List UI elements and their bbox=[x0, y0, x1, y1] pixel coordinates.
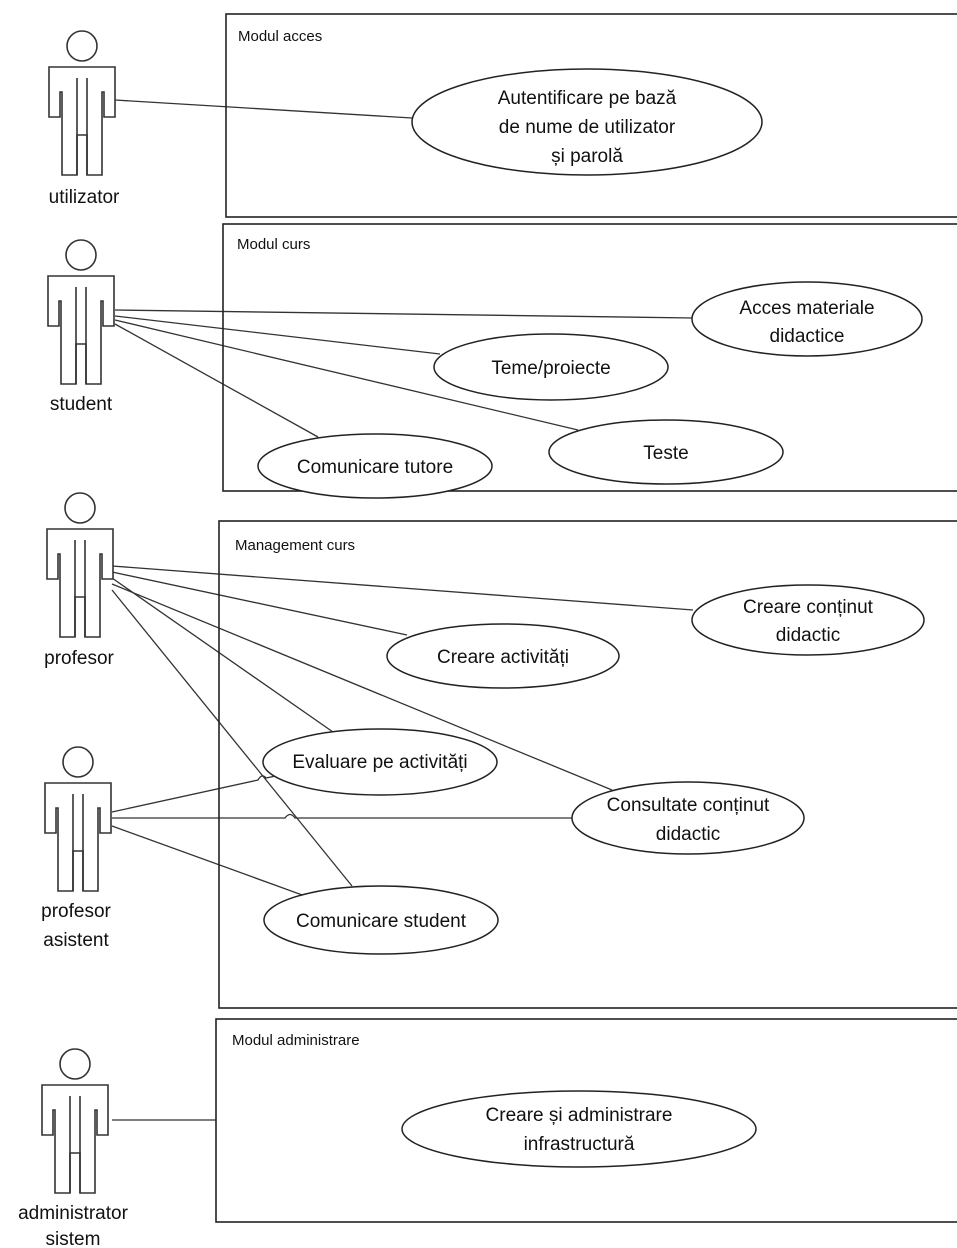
actor-icon bbox=[44, 746, 112, 892]
assoc-profesor-comunicare-student bbox=[111, 589, 353, 887]
use-case-consultare: Consultate conținut didactic bbox=[571, 781, 805, 855]
module-boxes: Modul acces Modul curs Management curs M… bbox=[215, 13, 957, 1223]
use-case-text: Comunicare tutore bbox=[297, 457, 453, 478]
use-case-text: Acces materiale bbox=[739, 298, 874, 319]
actor-label: profesor bbox=[41, 901, 111, 922]
use-case-text: didactic bbox=[656, 824, 720, 845]
use-case-autentificare: Autentificare pe bază de nume de utiliza… bbox=[411, 68, 763, 176]
actor-student: student bbox=[47, 239, 115, 415]
assoc-student-comunicare-tutore bbox=[114, 323, 319, 438]
use-case-text: Teste bbox=[643, 443, 688, 464]
actor-label: utilizator bbox=[49, 187, 120, 208]
use-case-text: Consultate conținut bbox=[607, 795, 770, 816]
module-label-management: Management curs bbox=[235, 537, 355, 554]
module-box-administrare bbox=[215, 1018, 957, 1223]
use-case-text: didactice bbox=[770, 326, 845, 347]
use-case-text: Creare și administrare bbox=[486, 1105, 673, 1126]
module-box-acces bbox=[225, 13, 957, 218]
use-case-creare-activitati: Creare activități bbox=[386, 623, 620, 689]
assoc-profesor-evaluare bbox=[111, 577, 334, 733]
use-case-text: Evaluare pe activități bbox=[292, 752, 467, 773]
use-case-comunicare-tutore: Comunicare tutore bbox=[257, 433, 493, 499]
actor-administrator-sistem: administrator sistem bbox=[18, 1048, 129, 1248]
use-case-teme: Teme/proiecte bbox=[433, 333, 669, 401]
use-case-text: Autentificare pe bază bbox=[498, 88, 677, 109]
actor-icon bbox=[46, 492, 114, 638]
module-label-acces: Modul acces bbox=[238, 28, 322, 45]
use-case-teste: Teste bbox=[548, 419, 784, 485]
use-case-acces-materiale: Acces materiale didactice bbox=[691, 281, 923, 357]
use-case-text: infrastructură bbox=[524, 1134, 635, 1155]
actor-icon bbox=[47, 239, 115, 385]
assoc-asistent-comunicare-student bbox=[111, 825, 306, 897]
assoc-profesor-creare-activitati bbox=[111, 571, 408, 636]
module-box-management bbox=[218, 520, 957, 1009]
actor-label: profesor bbox=[44, 648, 114, 669]
actor-profesor: profesor bbox=[44, 492, 115, 669]
module-label-administrare: Modul administrare bbox=[232, 1032, 360, 1049]
actors: utilizator student profesor profesor asi… bbox=[18, 30, 129, 1248]
assoc-profesor-creare-continut bbox=[111, 565, 694, 611]
actor-label: student bbox=[50, 394, 113, 415]
use-cases: Autentificare pe bază de nume de utiliza… bbox=[257, 68, 925, 1168]
use-case-comunicare-student: Comunicare student bbox=[263, 885, 499, 955]
actor-label: asistent bbox=[43, 930, 109, 951]
associations bbox=[111, 99, 694, 1121]
assoc-student-teste bbox=[114, 319, 579, 431]
assoc-utilizator-autentificare bbox=[114, 99, 413, 119]
use-case-text: Teme/proiecte bbox=[491, 358, 610, 379]
assoc-student-acces-materiale bbox=[114, 309, 694, 319]
assoc-asistent-consultare bbox=[112, 813, 572, 819]
use-case-text: Comunicare student bbox=[296, 911, 467, 932]
use-case-text: de nume de utilizator bbox=[499, 117, 676, 138]
actor-label: administrator bbox=[18, 1203, 128, 1224]
assoc-asistent-evaluare bbox=[111, 772, 291, 813]
use-case-creare-administrare: Creare și administrare infrastructură bbox=[401, 1090, 757, 1168]
actor-icon bbox=[41, 1048, 109, 1194]
actor-profesor-asistent: profesor asistent bbox=[41, 746, 112, 951]
assoc-student-teme bbox=[114, 315, 441, 355]
module-label-curs: Modul curs bbox=[237, 236, 310, 253]
assoc-profesor-consultare bbox=[111, 583, 613, 791]
use-case-text: Creare activități bbox=[437, 647, 569, 668]
actor-label: sistem bbox=[46, 1229, 101, 1248]
use-case-evaluare: Evaluare pe activități bbox=[262, 728, 498, 796]
actor-icon bbox=[48, 30, 116, 176]
use-case-creare-continut: Creare conținut didactic bbox=[691, 584, 925, 656]
use-case-text: și parolă bbox=[551, 146, 623, 167]
use-case-text: didactic bbox=[776, 625, 840, 646]
module-box-curs bbox=[222, 223, 957, 492]
use-case-text: Creare conținut bbox=[743, 597, 874, 618]
actor-utilizator: utilizator bbox=[48, 30, 120, 208]
